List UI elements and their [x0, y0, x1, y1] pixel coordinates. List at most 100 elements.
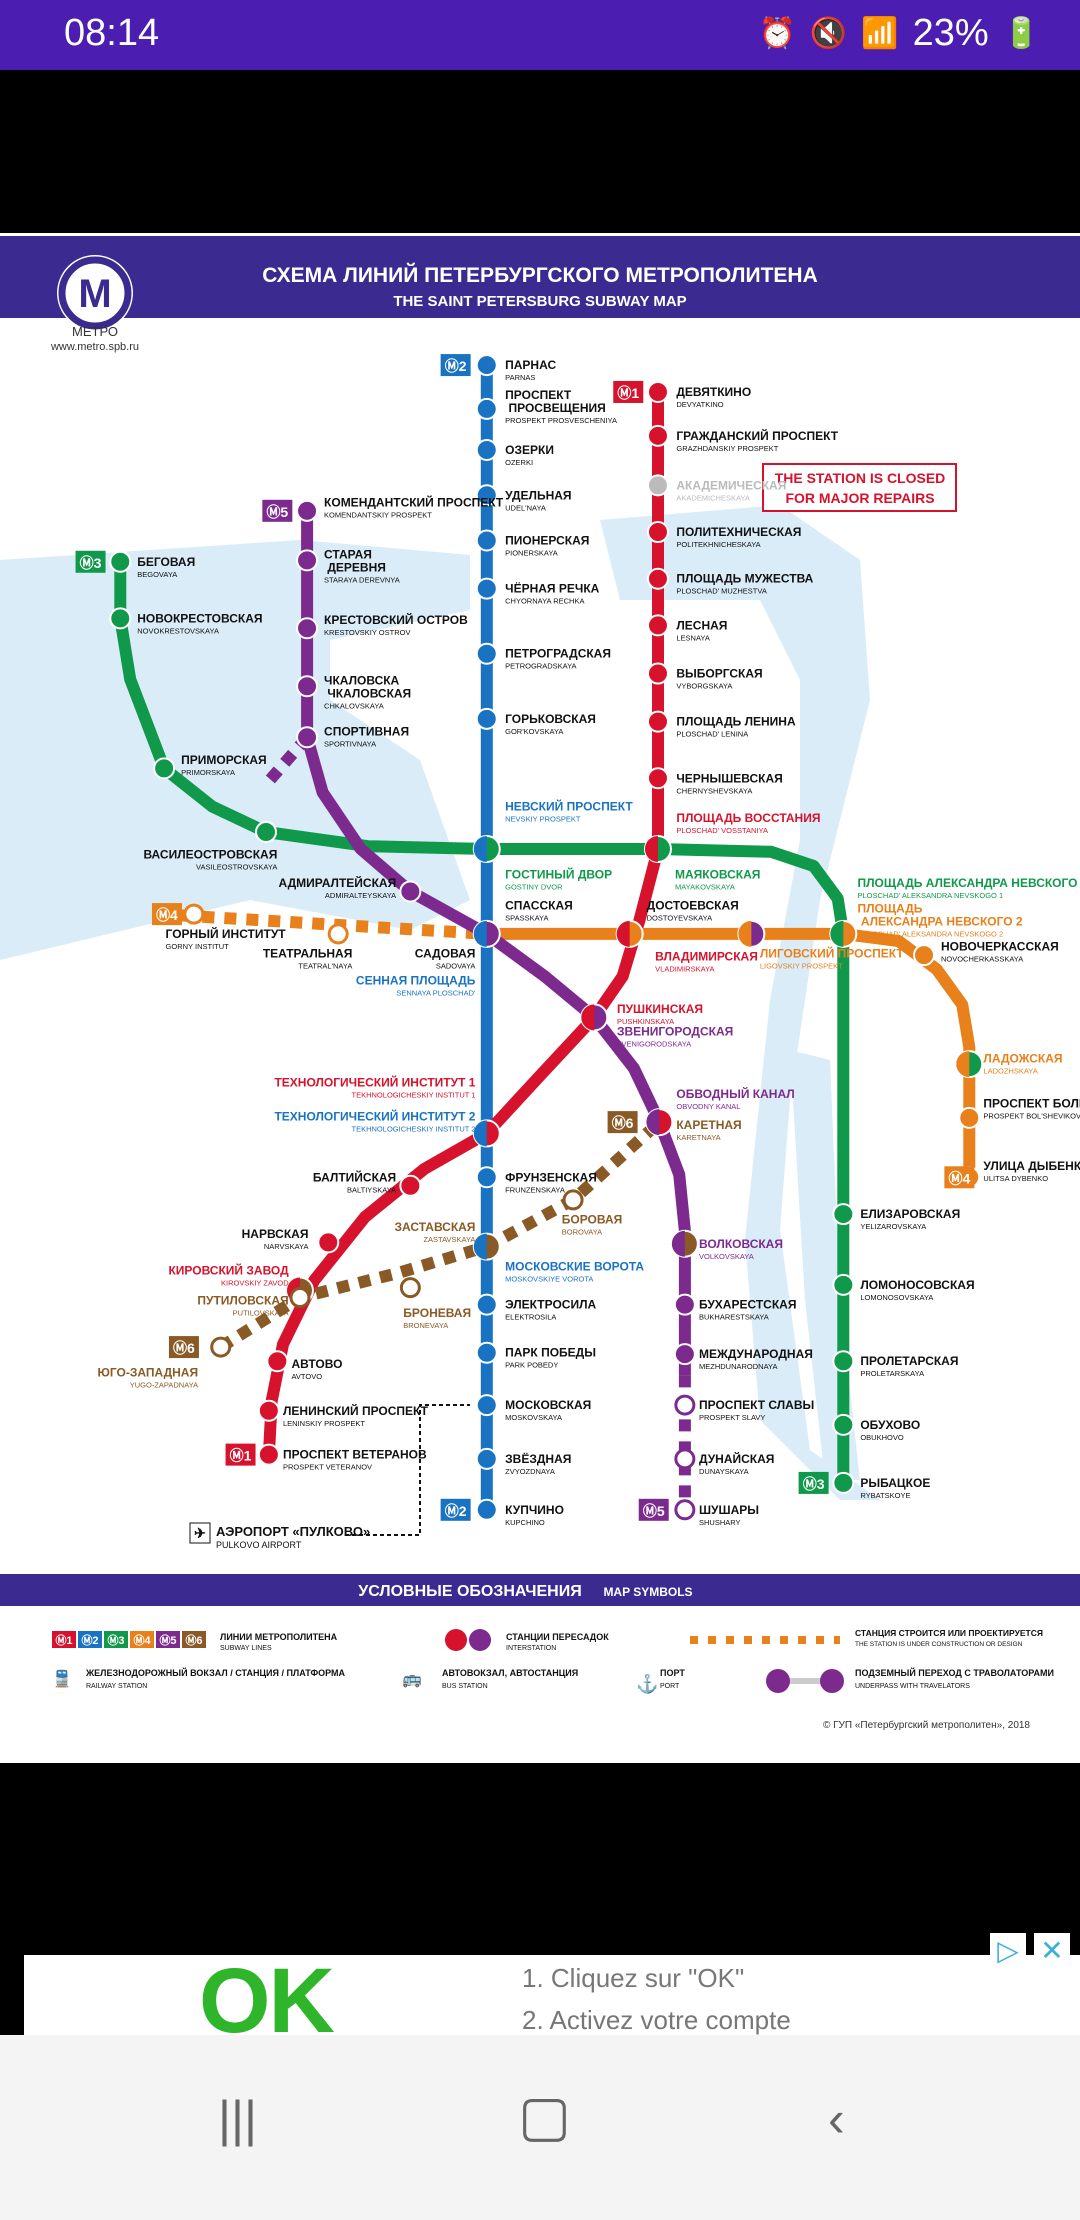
- station-moskovskaya[interactable]: [475, 1394, 498, 1417]
- station-yelizarovskaya[interactable]: [832, 1203, 855, 1226]
- station-chernyshevskaya[interactable]: [646, 767, 669, 790]
- ad-banner[interactable]: OK 1. Cliquez sur "OK" 2. Activez votre …: [24, 1933, 1080, 2052]
- line-badge-bg: [944, 1166, 975, 1189]
- station-bukharestskaya[interactable]: [673, 1293, 696, 1316]
- station-nevskiy-prospekt[interactable]: [472, 835, 501, 863]
- station-chkalovskaya[interactable]: [296, 675, 319, 698]
- station-marker: [317, 1231, 340, 1254]
- recent-apps-button[interactable]: |||: [218, 2091, 257, 2147]
- station-udel-naya[interactable]: [475, 484, 498, 507]
- battery-percent: 23%: [912, 12, 989, 54]
- station-politekhnicheskaya[interactable]: [646, 521, 669, 544]
- station-ploschad-lenina[interactable]: [646, 710, 669, 733]
- station-park-pobedy[interactable]: [475, 1341, 498, 1364]
- station-name-en: VLADIMIRSKAYA: [655, 965, 714, 974]
- station-prospekt-bol-shevikov[interactable]: [958, 1106, 981, 1129]
- station-volkovskaya[interactable]: [670, 1229, 699, 1258]
- station-devyatkino[interactable]: [646, 380, 669, 403]
- home-button[interactable]: ▢: [518, 2084, 571, 2147]
- closed-notice-line-1: THE STATION IS CLOSED: [775, 470, 946, 486]
- station-ploschad-muzhestva[interactable]: [646, 567, 669, 590]
- station-rybatskoye[interactable]: [832, 1471, 855, 1494]
- station-kupchino[interactable]: [475, 1498, 498, 1521]
- station-name-en: POLITEKHNICHESKAYA: [676, 540, 760, 549]
- station-pionerskaya[interactable]: [475, 529, 498, 552]
- station-vladimirskaya[interactable]: [615, 919, 644, 948]
- station-komendantskiy-prospekt[interactable]: [296, 499, 319, 522]
- station-name-en: PLOSCHAD' LENINA: [676, 730, 748, 739]
- legend-interchange-icon-2: [469, 1629, 491, 1651]
- station-petrogradskaya[interactable]: [475, 642, 498, 665]
- station-zvyozdnaya[interactable]: [475, 1447, 498, 1470]
- line-badge-bg: [798, 1471, 829, 1494]
- station-moskovskiye-vorota[interactable]: [472, 1232, 501, 1261]
- station-begovaya[interactable]: [109, 550, 132, 573]
- station-chyornaya-rechka[interactable]: [475, 577, 498, 600]
- station-yugo-zapadnaya[interactable]: [210, 1336, 232, 1358]
- station-avtovo[interactable]: [266, 1350, 289, 1373]
- station-frunzenskaya[interactable]: [475, 1166, 498, 1189]
- station-narvskaya[interactable]: [317, 1231, 340, 1254]
- station-novokrestovskaya[interactable]: [109, 607, 132, 630]
- station-obvodny-kanal[interactable]: [645, 1108, 674, 1137]
- station-name-en: PRIMORSKAYA: [181, 768, 235, 777]
- station-prospekt-prosvescheniya[interactable]: [475, 397, 498, 420]
- station-sennaya-ploschad-[interactable]: [472, 919, 501, 948]
- station-parnas[interactable]: [475, 354, 498, 377]
- station-grazhdanskiy-prospekt[interactable]: [646, 424, 669, 447]
- station-prospekt-veteranov[interactable]: [257, 1443, 280, 1466]
- station-bronevaya[interactable]: [399, 1277, 421, 1299]
- station-ozerki[interactable]: [475, 438, 498, 461]
- station-name-ru: ПУШКИНСКАЯ: [617, 1002, 703, 1016]
- station-ladozhskaya[interactable]: [955, 1050, 984, 1079]
- station-sportivnaya[interactable]: [296, 726, 319, 749]
- adchoices-icon[interactable]: ▷: [990, 1933, 1026, 1969]
- station-pushkinskaya[interactable]: [580, 1003, 609, 1032]
- station-name-ru: ГОСТИНЫЙ ДВОР: [505, 866, 612, 881]
- station-name-ru: КАРЕТНАЯ: [676, 1118, 741, 1132]
- station-name-ru: СПАССКАЯ: [505, 899, 573, 913]
- station-gor-kovskaya[interactable]: [475, 707, 498, 730]
- station-tekhnologicheskiy-institut-2[interactable]: [472, 1119, 501, 1148]
- ad-close-icon[interactable]: ✕: [1034, 1933, 1070, 1969]
- station-name-en: MEZHDUNARODNAYA: [699, 1362, 777, 1371]
- station-proletarskaya[interactable]: [832, 1350, 855, 1373]
- station-teatral-naya[interactable]: [327, 923, 349, 945]
- station-ligovskiy-prospekt[interactable]: [737, 919, 766, 948]
- station-vyborgskaya[interactable]: [646, 662, 669, 685]
- metro-map[interactable]: СХЕМА ЛИНИЙ ПЕТЕРБУРГСКОГО МЕТРОПОЛИТЕНА…: [0, 233, 1080, 1763]
- station-marker: [296, 617, 319, 640]
- station-gorny-institut[interactable]: [183, 903, 205, 925]
- station-name-en: MOSKOVSKIYE VOROTA: [505, 1274, 593, 1283]
- station-name-en: LIGOVSKIY PROSPEKT: [760, 962, 843, 971]
- station-shushary[interactable]: [674, 1499, 696, 1521]
- station-vasileostrovskaya[interactable]: [255, 821, 278, 844]
- station-borovaya[interactable]: [562, 1189, 584, 1211]
- station-akademicheskaya[interactable]: [646, 474, 669, 497]
- station-mezhdunarodnaya[interactable]: [673, 1343, 696, 1366]
- station-krestovskiy-ostrov[interactable]: [296, 617, 319, 640]
- station-staraya-derevnya[interactable]: [296, 549, 319, 572]
- station-leninskiy-prospekt[interactable]: [257, 1399, 280, 1422]
- station-obukhovo[interactable]: [832, 1413, 855, 1436]
- station-ploschad-aleksandra-nevskogo-1[interactable]: [829, 919, 858, 948]
- station-dunayskaya[interactable]: [674, 1448, 696, 1470]
- station-elektrosila[interactable]: [475, 1293, 498, 1316]
- station-novocherkasskaya[interactable]: [912, 944, 935, 967]
- station-planned-marker: [674, 1499, 696, 1521]
- line-badge-bg: [75, 550, 106, 573]
- legend-line-label: Ⓜ2: [81, 1633, 98, 1647]
- back-button[interactable]: ‹: [828, 2091, 845, 2147]
- station-baltiyskaya[interactable]: [399, 1174, 422, 1197]
- station-marker: [832, 1203, 855, 1226]
- line-badge-4: Ⓜ4: [151, 903, 182, 926]
- station-admiralteyskaya[interactable]: [399, 880, 422, 903]
- legend-inter-en: INTERSTATION: [506, 1645, 556, 1652]
- station-name-ru: КУПЧИНО: [505, 1503, 564, 1517]
- station-prospekt-slavy[interactable]: [674, 1394, 696, 1416]
- station-putilovskaya[interactable]: [289, 1287, 311, 1309]
- station-lesnaya[interactable]: [646, 614, 669, 637]
- station-lomonosovskaya[interactable]: [832, 1273, 855, 1296]
- station-ploschad-vosstaniya[interactable]: [643, 835, 672, 863]
- station-primorskaya[interactable]: [153, 757, 176, 780]
